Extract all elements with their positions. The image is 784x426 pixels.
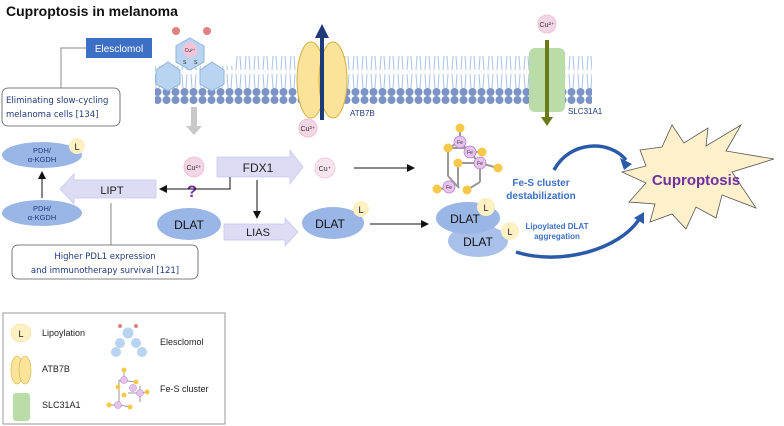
- dlat-to-cuproptosis-arrow: [515, 217, 642, 259]
- fes-to-cuproptosis-arrow: [552, 144, 628, 171]
- elesclomol-molecule: Cu²⁺ S S: [155, 27, 225, 92]
- pdh-bottom-line1: PDH/: [33, 204, 52, 213]
- dlat-agg-line2: aggregation: [534, 232, 580, 241]
- slc31a1-cu-label: Cu²⁺: [540, 22, 555, 29]
- pdh-top-line2: α-KGDH: [28, 155, 57, 164]
- lipoylation-icon: [10, 323, 32, 343]
- cu1-label: Cu⁺: [319, 166, 332, 173]
- cuproptosis-burst: [620, 123, 775, 230]
- diagram-title: Cuproptosis in melanoma: [6, 3, 178, 19]
- pdl1-note-line2: and immunotherapy survival [121]: [31, 266, 179, 276]
- legend-label-atp7b: ATB7B: [42, 364, 70, 374]
- fes-cluster-icon: [106, 367, 150, 410]
- pdh-lipoylated: [2, 142, 82, 168]
- elesclomol-connector: [60, 47, 86, 88]
- legend-box: [2, 312, 226, 425]
- svg-text:L: L: [74, 142, 79, 152]
- svg-text:L: L: [358, 205, 363, 215]
- lias-arrow: [223, 216, 299, 248]
- svg-text:S: S: [194, 60, 198, 66]
- dlat-aggregate-bottom-label: DLAT: [463, 235, 493, 249]
- legend-label-elesclomol: Elesclomol: [160, 337, 204, 347]
- dlat-unlipoylated: [157, 208, 221, 240]
- legend: L Lipoylation ATB7B SLC31A1 Elesclomol: [2, 312, 226, 425]
- svg-text:Fe: Fe: [477, 161, 483, 167]
- dlat-aggregate-top-label: DLAT: [450, 212, 480, 226]
- fdx1-label: FDX1: [243, 161, 274, 175]
- elesclomol-label-box: [86, 38, 152, 58]
- atp7b-cu-label: Cu²⁺: [301, 126, 316, 133]
- unknown-mechanism-mark: ?: [187, 182, 197, 201]
- atp7b-transporter: [296, 24, 348, 120]
- pdl1-note-line1: Higher PDL1 expression: [54, 252, 155, 262]
- pdh-bottom-line2: α-KGDH: [28, 213, 57, 222]
- legend-label-slc31a1: SLC31A1: [42, 400, 81, 410]
- cuproptosis-label: Cuproptosis: [652, 172, 740, 189]
- elesclomol-cu-label: Cu²⁺: [185, 48, 196, 54]
- cu2-label: Cu²⁺: [187, 165, 202, 172]
- lipt-label: LIPT: [100, 185, 124, 197]
- dlat-lipoylated: [302, 207, 364, 239]
- fes-cluster: Fe Fe Fe Fe: [432, 123, 503, 195]
- cu2-ion: [183, 156, 205, 178]
- dlat-agg-line1: Lipoylated DLAT: [526, 222, 589, 231]
- legend-label-lipoylation: Lipoylation: [42, 328, 85, 338]
- svg-text:L: L: [507, 227, 512, 237]
- import-arrow: [191, 107, 197, 127]
- pdh-unlipoylated: [2, 200, 82, 226]
- elesclomol-label: Elesclomol: [95, 44, 143, 55]
- fes-destab-line2: destabilization: [506, 191, 575, 202]
- svg-text:L: L: [483, 203, 488, 213]
- svg-text:Fe: Fe: [457, 140, 463, 146]
- fdx1-to-lipt-arrow: [159, 177, 231, 193]
- dlat-left-label: DLAT: [174, 218, 204, 232]
- pdh-lipoyl-badge: [69, 138, 85, 154]
- fdx1-arrow: [216, 148, 304, 186]
- lipt-arrow: [59, 172, 157, 206]
- slc31a1-icon: [13, 393, 30, 421]
- svg-text:S: S: [183, 60, 187, 66]
- slc31a1-label: SLC31A1: [568, 107, 603, 116]
- dlat-lipoyl-badge: [353, 201, 369, 217]
- fes-destab-line1: Fe-S cluster: [512, 178, 569, 189]
- dlat-lipoylated-label: DLAT: [315, 217, 345, 231]
- pdl1-note-box: [11, 244, 199, 280]
- atp7b-label: ATB7B: [350, 109, 375, 118]
- slow-cycling-note-line2: melanoma cells [134]: [6, 110, 98, 120]
- slow-cycling-note-box: [1, 87, 121, 127]
- svg-text:L: L: [18, 329, 23, 339]
- cu1-ion: [314, 157, 336, 179]
- aggregate-lipoyl-badge-1: [477, 198, 495, 216]
- atp7b-icon: [10, 355, 32, 385]
- legend-label-fes-cluster: Fe-S cluster: [160, 384, 209, 394]
- elesclomol-icon: [111, 324, 147, 357]
- slc31a1-cu-ion: [537, 14, 557, 34]
- atp7b-cu-ion: [298, 118, 318, 138]
- slow-cycling-note-line1: Eliminating slow-cycling: [6, 96, 108, 106]
- svg-text:Fe: Fe: [467, 150, 473, 156]
- pdh-top-line1: PDH/: [33, 146, 52, 155]
- svg-text:Fe: Fe: [446, 185, 452, 191]
- aggregate-lipoyl-badge-2: [501, 222, 519, 240]
- lias-label: LIAS: [246, 227, 270, 239]
